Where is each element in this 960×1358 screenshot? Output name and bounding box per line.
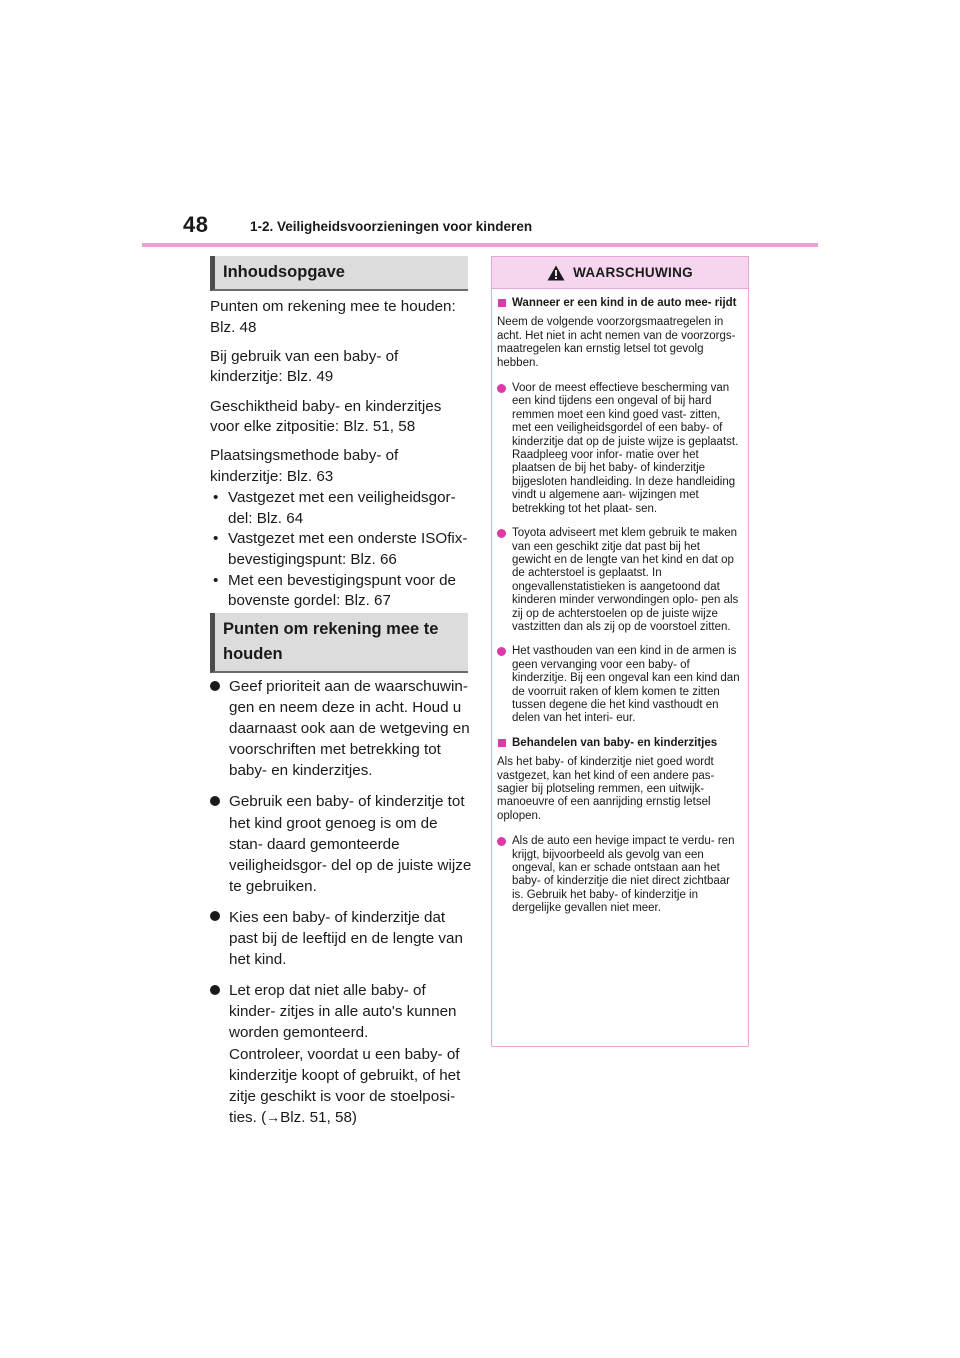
- warning-bullet-text: Voor de meest effectieve bescherming van…: [512, 382, 739, 515]
- toc-entry: Punten om rekening mee te houden: Blz. 4…: [210, 298, 456, 336]
- list-item-text: Kies een baby- of kinderzitje dat past b…: [229, 908, 463, 969]
- warning-bullet-text: Toyota adviseert met klem gebruik te mak…: [512, 527, 739, 633]
- circle-bullet-icon: [497, 384, 506, 394]
- warning-bullet: Voor de meest effectieve bescherming van…: [497, 382, 741, 516]
- warning-bullet-text: Als de auto een hevige impact te verdu- …: [512, 835, 735, 915]
- section-title: 1-2. Veiligheidsvoorzieningen voor kinde…: [250, 219, 533, 234]
- toc-subentry: Vastgezet met een onderste ISOfix-bevest…: [210, 529, 472, 570]
- points-heading: Punten om rekening mee te houden: [210, 613, 468, 673]
- list-item-text: Geef prioriteit aan de waarschuwin- gen …: [229, 678, 470, 780]
- points-list: Geef prioriteit aan de waarschuwin- gen …: [210, 676, 472, 1128]
- warning-subheading: Behandelen van baby- en kinderzitjes: [497, 737, 741, 750]
- page-reference: Blz. 51, 58): [280, 1108, 357, 1126]
- bullet-dot-icon: [210, 984, 220, 995]
- right-arrow-icon: →: [266, 1108, 281, 1125]
- warning-box: WAARSCHUWING Wanneer er een kind in de a…: [491, 256, 749, 1047]
- header-rule: [142, 243, 818, 247]
- page-number: 48: [183, 212, 209, 237]
- points-list-container: Geef prioriteit aan de waarschuwin- gen …: [210, 676, 472, 1138]
- warning-bullet: Het vasthouden van een kind in de armen …: [497, 645, 741, 725]
- toc-sublist: Vastgezet met een veiligheidsgor- del: B…: [210, 488, 472, 612]
- toc-subentry: Met een bevestigingspunt voor de bovenst…: [210, 571, 472, 612]
- toc-heading: Inhoudsopgave: [210, 256, 468, 291]
- warning-bullet-text: Het vasthouden van een kind in de armen …: [512, 645, 740, 725]
- list-item: Geef prioriteit aan de waarschuwin- gen …: [210, 676, 472, 781]
- warning-title: WAARSCHUWING: [573, 265, 693, 280]
- list-item: Let erop dat niet alle baby- of kinder- …: [210, 980, 472, 1128]
- list-item: Gebruik een baby- of kinderzitje tot het…: [210, 791, 472, 896]
- circle-bullet-icon: [497, 647, 506, 657]
- toc-list: Punten om rekening mee te houden: Blz. 4…: [210, 297, 472, 612]
- warning-subheading: Wanneer er een kind in de auto mee- rijd…: [497, 297, 741, 310]
- list-item: Kies een baby- of kinderzitje dat past b…: [210, 907, 472, 970]
- warning-header: WAARSCHUWING: [492, 257, 748, 289]
- bullet-dot-icon: [210, 680, 220, 691]
- toc-subentry: Vastgezet met een veiligheidsgor- del: B…: [210, 488, 472, 529]
- toc-entry: Plaatsingsmethode baby- of kinderzitje: …: [210, 447, 399, 485]
- warning-body: Wanneer er een kind in de auto mee- rijd…: [492, 289, 748, 916]
- warning-triangle-icon: [547, 265, 565, 280]
- warning-subheading-text: Wanneer er een kind in de auto mee- rijd…: [512, 297, 737, 309]
- list-item-text: Controleer, voordat u een baby- of kinde…: [229, 1045, 461, 1126]
- warning-subheading-text: Behandelen van baby- en kinderzitjes: [512, 736, 718, 749]
- warning-bullet: Als de auto een hevige impact te verdu- …: [497, 835, 741, 915]
- toc-entry: Geschiktheid baby- en kinderzitjes voor …: [210, 397, 442, 436]
- warning-paragraph: Als het baby- of kinderzitje niet goed w…: [497, 756, 715, 822]
- bullet-dot-icon: [210, 911, 220, 922]
- circle-bullet-icon: [497, 837, 506, 847]
- square-bullet-icon: [498, 299, 506, 307]
- circle-bullet-icon: [497, 529, 506, 539]
- toc-entry: Bij gebruik van een baby- of kinderzitje…: [210, 347, 399, 386]
- warning-bullet: Toyota adviseert met klem gebruik te mak…: [497, 527, 741, 634]
- warning-paragraph: Neem de volgende voorzorgsmaatregelen in…: [497, 316, 736, 369]
- square-bullet-icon: [498, 738, 506, 747]
- bullet-dot-icon: [210, 795, 220, 806]
- list-item-text: Gebruik een baby- of kinderzitje tot het…: [229, 793, 472, 895]
- list-item-text: Let erop dat niet alle baby- of kinder- …: [229, 982, 457, 1042]
